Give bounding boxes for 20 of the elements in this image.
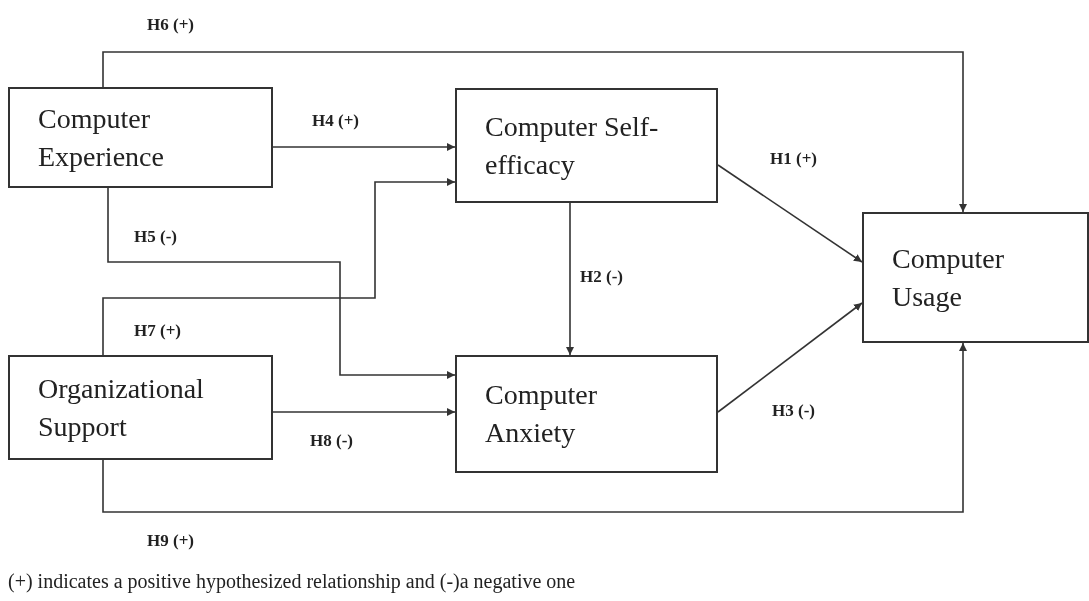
box-text: Computer Experience: [38, 101, 165, 174]
arrow: [102, 51, 967, 213]
arrow: [107, 187, 456, 379]
concept-box: [455, 88, 718, 203]
arrow: [717, 164, 863, 263]
arrow: [272, 143, 456, 151]
arrow: [566, 202, 574, 356]
arrow: [102, 178, 456, 356]
box-text: Computer Self-efficacy: [485, 109, 660, 182]
concept-box: [455, 355, 718, 473]
caption: (+) indicates a positive hypothesized relationship and (-)a negative one: [8, 569, 576, 595]
arrow: [272, 408, 456, 416]
box-text: Organizational Support: [38, 371, 205, 444]
concept-box: [8, 87, 273, 188]
arrow: [717, 302, 863, 413]
arrow: [102, 342, 967, 513]
box-text: Computer Usage: [892, 241, 1005, 314]
box-text: Computer Anxiety: [485, 378, 598, 450]
concept-box: [8, 355, 273, 460]
concept-box: [862, 212, 1089, 343]
